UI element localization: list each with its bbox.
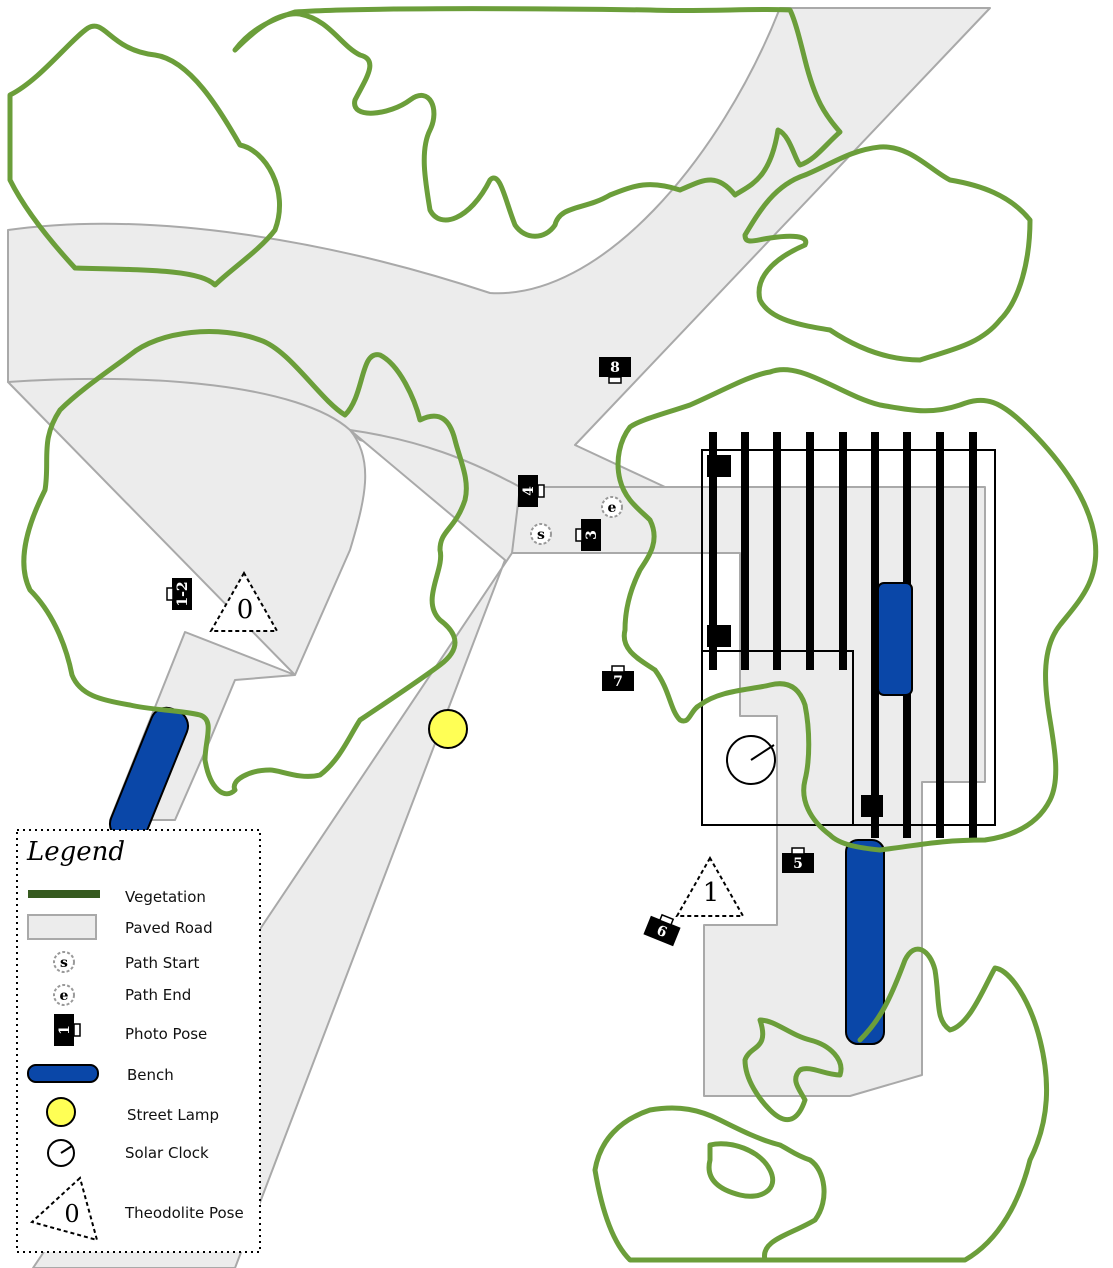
benches	[108, 582, 913, 1045]
vegetation-patch-north	[232, 6, 843, 239]
theodolite-pose-label: 1	[703, 878, 720, 908]
legend-photo-pose-symbol: 1	[57, 1025, 73, 1035]
path-end-label: e	[608, 500, 617, 516]
path-start-marker: s	[530, 523, 552, 545]
vegetation-patch-northwest	[7, 23, 282, 288]
legend-bench-icon	[27, 1064, 99, 1083]
legend-theodolite-icon	[29, 1176, 99, 1242]
theodolite-pose: 1	[675, 855, 745, 917]
vegetation	[7, 6, 1099, 1263]
photo-pose-label: 8	[610, 360, 620, 376]
photo-pose-label: 5	[793, 856, 803, 872]
legend-path-end-icon	[53, 984, 75, 1006]
camera-icon: 5	[782, 847, 814, 873]
legend-label-photo-pose: Photo Pose	[125, 1025, 207, 1043]
photo-pose-label: 7	[613, 674, 623, 690]
photo-pose-label: 3	[584, 530, 600, 540]
legend-label-paved-road: Paved Road	[125, 919, 213, 937]
path-end-marker: e	[601, 496, 623, 518]
vegetation-patch-southeast	[592, 946, 1050, 1263]
legend-theodolite-symbol: 0	[64, 1200, 79, 1228]
theodolite-pose-label: 0	[237, 595, 254, 625]
legend-label-theodolite-pose: Theodolite Pose	[124, 1204, 244, 1222]
vegetation-patch-east	[615, 367, 1099, 853]
legend-path-end-symbol: e	[60, 988, 69, 1004]
bench	[877, 582, 913, 696]
street-lamp	[428, 709, 468, 749]
camera-icon: 6	[643, 913, 681, 947]
bench	[845, 839, 885, 1045]
legend-label-bench: Bench	[127, 1066, 174, 1084]
camera-icon: 4	[518, 475, 545, 507]
vegetation-patch-northeast	[742, 144, 1033, 363]
camera-icon: 7	[602, 665, 634, 691]
legend-path-start-icon	[53, 951, 75, 973]
grid-post	[707, 625, 731, 647]
vegetation-patch-west	[21, 329, 469, 797]
legend-title: Legend	[26, 837, 125, 867]
legend-label-vegetation: Vegetation	[125, 888, 206, 906]
legend-label-path-start: Path Start	[125, 954, 199, 972]
photo-pose-label: 1-2	[175, 581, 191, 606]
grid-bars	[709, 432, 977, 838]
legend-label-street-lamp: Street Lamp	[127, 1106, 219, 1124]
legend-lamp-icon	[46, 1097, 76, 1127]
legend: Legend Vegetation Paved Road s Path Star…	[16, 829, 261, 1253]
legend-label-solar-clock: Solar Clock	[125, 1144, 209, 1162]
photo-pose-label: 4	[521, 486, 537, 496]
camera-icon: 1-2	[166, 578, 192, 610]
legend-label-path-end: Path End	[125, 986, 191, 1004]
grid-post	[861, 795, 883, 817]
camera-icon: 3	[575, 519, 601, 551]
camera-icon: 8	[599, 357, 631, 384]
solar-clock-icon	[726, 735, 776, 785]
vegetation-patch-south-inner	[706, 1141, 776, 1199]
legend-path-start-symbol: s	[60, 955, 68, 971]
grid-post	[707, 455, 731, 477]
grid-structure	[701, 432, 996, 838]
legend-camera-icon: 1	[54, 1014, 81, 1046]
legend-solar-clock-icon	[47, 1139, 75, 1167]
path-start-label: s	[537, 527, 545, 543]
theodolite-pose: 0	[209, 570, 279, 632]
legend-paved-road-swatch	[27, 914, 97, 940]
